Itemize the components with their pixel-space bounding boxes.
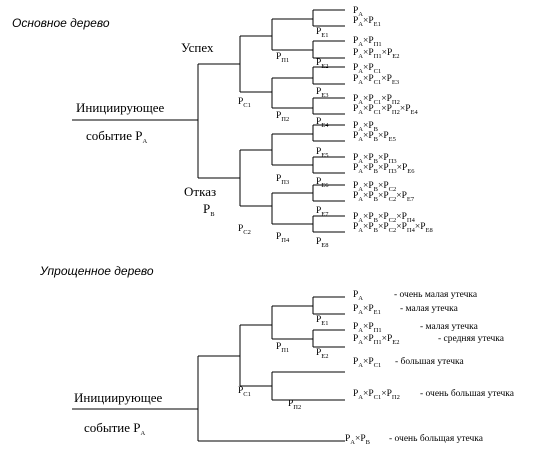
main-leaf-13: PA×PB×PC2: [353, 181, 396, 193]
simp-prob-c1: PC1: [238, 386, 251, 398]
simp-leaf-2: PA×PE1: [353, 304, 381, 316]
main-prob-c1: PC1: [238, 97, 251, 109]
main-prob-e1: PE1: [316, 27, 329, 39]
main-leaf-1: PA: [353, 6, 363, 18]
main-leaf-3: PA×PП1: [353, 36, 382, 48]
main-prob-e2: PE2: [316, 58, 329, 70]
main-success-label: Успех: [181, 40, 214, 55]
simp-initiating-label-2: событие PA: [84, 420, 146, 437]
simp-initiating-label: Инициирующее: [74, 390, 162, 405]
simp-leaf-desc-2: - малая утечка: [400, 304, 459, 314]
main-prob-e3: PE3: [316, 87, 329, 99]
main-prob-п4: PП4: [276, 232, 290, 244]
main-prob-e7: PE7: [316, 206, 329, 218]
simp-leaf-6: PA×PC1×PП2: [353, 389, 400, 401]
main-tree: Основное дерево Инициирующее событие PA …: [12, 6, 433, 249]
main-leaf-formulas: PAPA×PE1PA×PП1PA×PП1×PE2PA×PC1PA×PC1×PE3…: [353, 6, 433, 234]
main-failure-prob: PB: [203, 201, 215, 218]
main-prob-c2: PC2: [238, 224, 251, 236]
main-prob-e4: PE4: [316, 117, 329, 129]
main-leaf-12: PA×PB×PП3×PE6: [353, 163, 415, 175]
simp-prob-п1: PП1: [276, 342, 289, 354]
main-failure-label: Отказ: [184, 184, 216, 199]
simp-leaf-desc-6: - очень большая утечка: [420, 388, 515, 399]
main-prob-e5: PE5: [316, 147, 329, 159]
main-initiating-label-2: событие PA: [86, 128, 148, 145]
main-prob-п1: PП1: [276, 52, 289, 64]
main-leaf-7: PA×PC1×PП2: [353, 94, 400, 106]
main-prob-e6: PE6: [316, 177, 329, 189]
simp-prob-e2: PE2: [316, 348, 329, 360]
simplified-tree-title: Упрощенное дерево: [39, 264, 154, 278]
main-leaf-11: PA×PB×PП3: [353, 153, 397, 165]
simp-prob-п2: PП2: [288, 399, 301, 411]
main-tree-title: Основное дерево: [12, 16, 110, 30]
simp-leaf-4: PA×PП1×PE2: [353, 334, 400, 346]
main-leaf-8: PA×PC1×PП2×PE4: [353, 104, 418, 116]
simp-leaf-desc-1: - очень малая утечка: [394, 290, 478, 300]
main-prob-п2: PП2: [276, 111, 289, 123]
main-leaf-10: PA×PB×PE5: [353, 131, 396, 143]
main-leaf-4: PA×PП1×PE2: [353, 48, 400, 60]
simp-leaf-5: PA×PC1: [353, 357, 381, 369]
main-prob-п3: PП3: [276, 174, 289, 186]
simp-leaf-7: PA×PB: [345, 434, 371, 446]
simp-prob-e1: PE1: [316, 315, 329, 327]
main-initiating-label: Инициирующее: [76, 100, 164, 115]
simplified-tree: Упрощенное дерево Инициирующее событие P…: [39, 264, 515, 446]
main-leaf-15: PA×PB×PC2×PП4: [353, 212, 416, 224]
main-leaf-6: PA×PC1×PE3: [353, 74, 399, 86]
main-leaf-9: PA×PB: [353, 121, 379, 133]
simp-leaf-desc-5: - большая утечка: [395, 356, 464, 367]
simp-leaf-desc-3: - малая утечка: [420, 322, 479, 332]
simp-leaf-desc-7: - очень больщая утечка: [389, 433, 484, 444]
simp-leaf-1: PA: [353, 290, 363, 302]
main-leaf-2: PA×PE1: [353, 16, 381, 28]
simp-leaf-3: PA×PП1: [353, 322, 382, 334]
main-leaf-14: PA×PB×PC2×PE7: [353, 191, 415, 203]
main-leaf-16: PA×PB×PC2×PП4×PE8: [353, 222, 433, 234]
simp-leaf-desc-4: - средняя утечка: [438, 334, 505, 344]
main-leaf-5: PA×PC1: [353, 63, 381, 75]
main-prob-e8: PE8: [316, 237, 329, 249]
